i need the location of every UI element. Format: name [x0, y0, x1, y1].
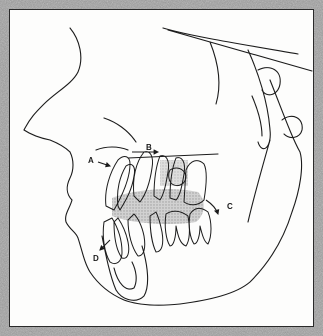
nasal-line: [104, 118, 136, 142]
nose-profile: [24, 130, 70, 152]
label-b: B: [146, 143, 152, 152]
label-c: C: [227, 202, 233, 211]
upper-lip-profile: [67, 152, 73, 200]
coronoid: [252, 96, 262, 136]
lower-incisor-2: [114, 218, 129, 258]
forehead-profile: [24, 28, 81, 130]
label-a: A: [88, 156, 94, 165]
symphysis-inner: [114, 262, 136, 289]
pterygoid-contour: [248, 50, 270, 149]
ramus-posterior: [180, 80, 302, 304]
occlusal-shading: [112, 189, 204, 224]
lower-lip-profile: [66, 200, 78, 238]
ramus-anterior: [248, 140, 270, 222]
arrow-a: [98, 162, 110, 166]
cranial-line-frankfort: [168, 30, 312, 71]
sella-contour: [258, 68, 280, 95]
maxilla-contour: [96, 147, 128, 150]
symphysis-outer: [102, 236, 148, 300]
label-d: D: [93, 254, 99, 263]
cranial-line-upper: [163, 28, 298, 54]
orbit-arc: [210, 42, 219, 104]
